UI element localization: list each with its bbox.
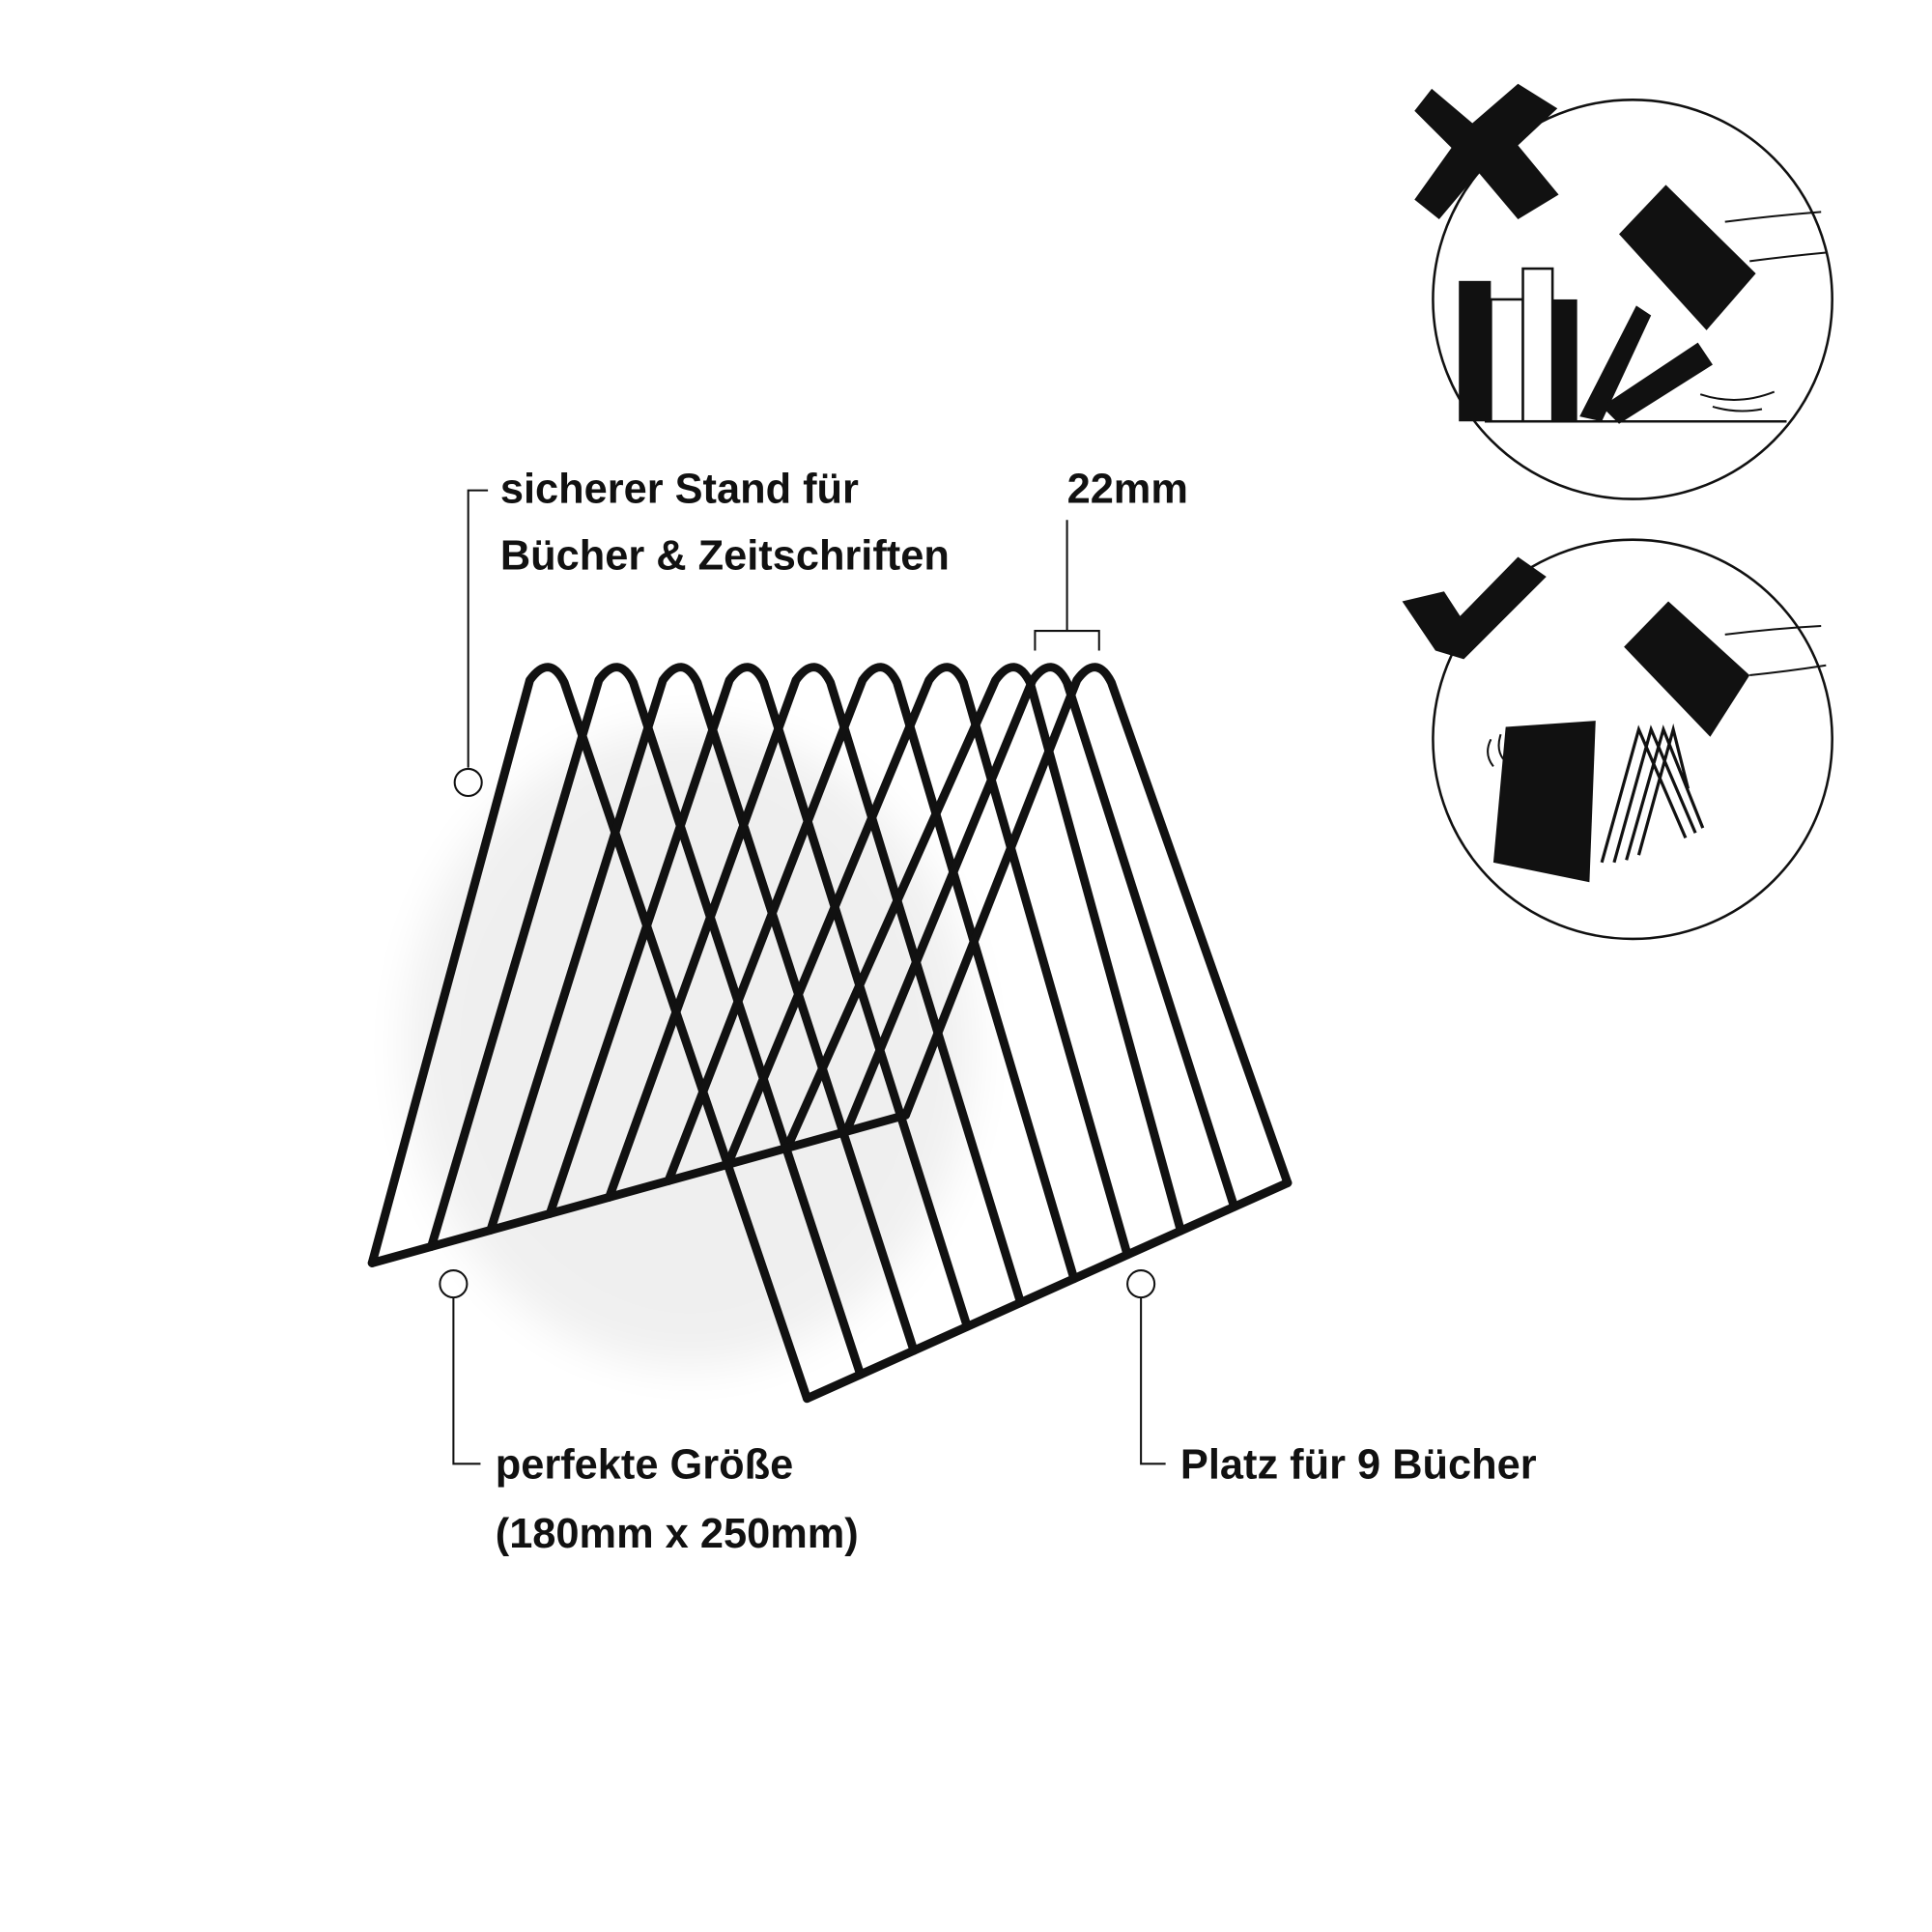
cross-mark-icon	[1414, 83, 1559, 220]
correct-usage-icon	[1402, 538, 1833, 941]
capacity-label: Platz für 9 Bücher	[1180, 1442, 1537, 1489]
callout-capacity: Platz für 9 Bücher	[1126, 1269, 1537, 1489]
callout-spacing: 22mm	[1034, 466, 1188, 651]
size-label-line1: perfekte Größe	[496, 1442, 793, 1489]
rack-wire	[901, 663, 1293, 1187]
rack-wire	[841, 663, 1239, 1211]
book-rack-illustration	[367, 663, 1293, 1404]
leader-line	[1140, 1297, 1166, 1465]
rack-wire	[367, 663, 811, 1404]
stand-label-line2: Bücher & Zeitschriften	[500, 532, 950, 579]
rack-wire	[545, 663, 972, 1331]
callout-dot	[439, 1269, 469, 1299]
rack-wire	[427, 663, 866, 1379]
callout-size: perfekte Größe (180mm x 250mm)	[439, 1269, 859, 1557]
rack-wire	[605, 663, 1026, 1307]
callout-stand: sicherer Stand für Bücher & Zeitschrifte…	[453, 466, 950, 797]
leader-line	[452, 1297, 481, 1465]
size-label-line2: (180mm x 250mm)	[496, 1511, 859, 1557]
rack-wire	[664, 663, 1079, 1284]
rack-wire	[723, 663, 1132, 1260]
stand-label-line1: sicherer Stand für	[500, 466, 859, 512]
spacing-bracket	[1034, 520, 1100, 651]
rack-wire	[486, 663, 919, 1355]
check-mark-icon	[1402, 556, 1547, 660]
leader-line	[467, 489, 489, 768]
callout-dot	[453, 767, 483, 797]
rack-front-base	[802, 1179, 1293, 1404]
wrong-usage-icon	[1414, 83, 1833, 500]
spacing-label: 22mm	[1067, 466, 1188, 512]
rack-back-base	[367, 1110, 910, 1267]
callout-dot	[1126, 1269, 1156, 1299]
